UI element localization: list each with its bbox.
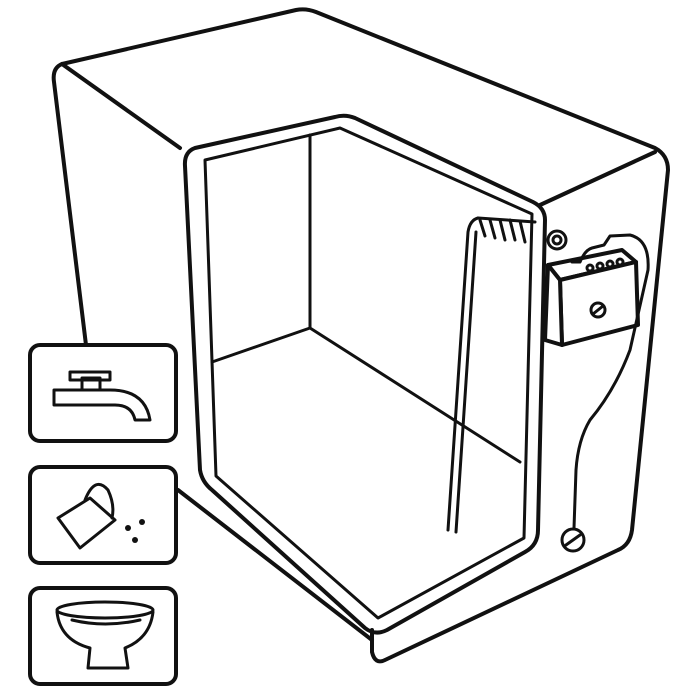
icon-tap-box bbox=[28, 343, 178, 443]
water-tap-icon bbox=[52, 370, 152, 422]
toilet-icon bbox=[55, 600, 155, 670]
icon-bucket-box bbox=[28, 465, 178, 565]
tank-body bbox=[51, 7, 670, 664]
icon-toilet-box bbox=[28, 586, 178, 686]
cutaway-opening bbox=[182, 113, 547, 635]
thermostat-control bbox=[543, 229, 650, 553]
heating-element bbox=[446, 216, 537, 534]
bucket-pouring-icon bbox=[56, 482, 145, 550]
